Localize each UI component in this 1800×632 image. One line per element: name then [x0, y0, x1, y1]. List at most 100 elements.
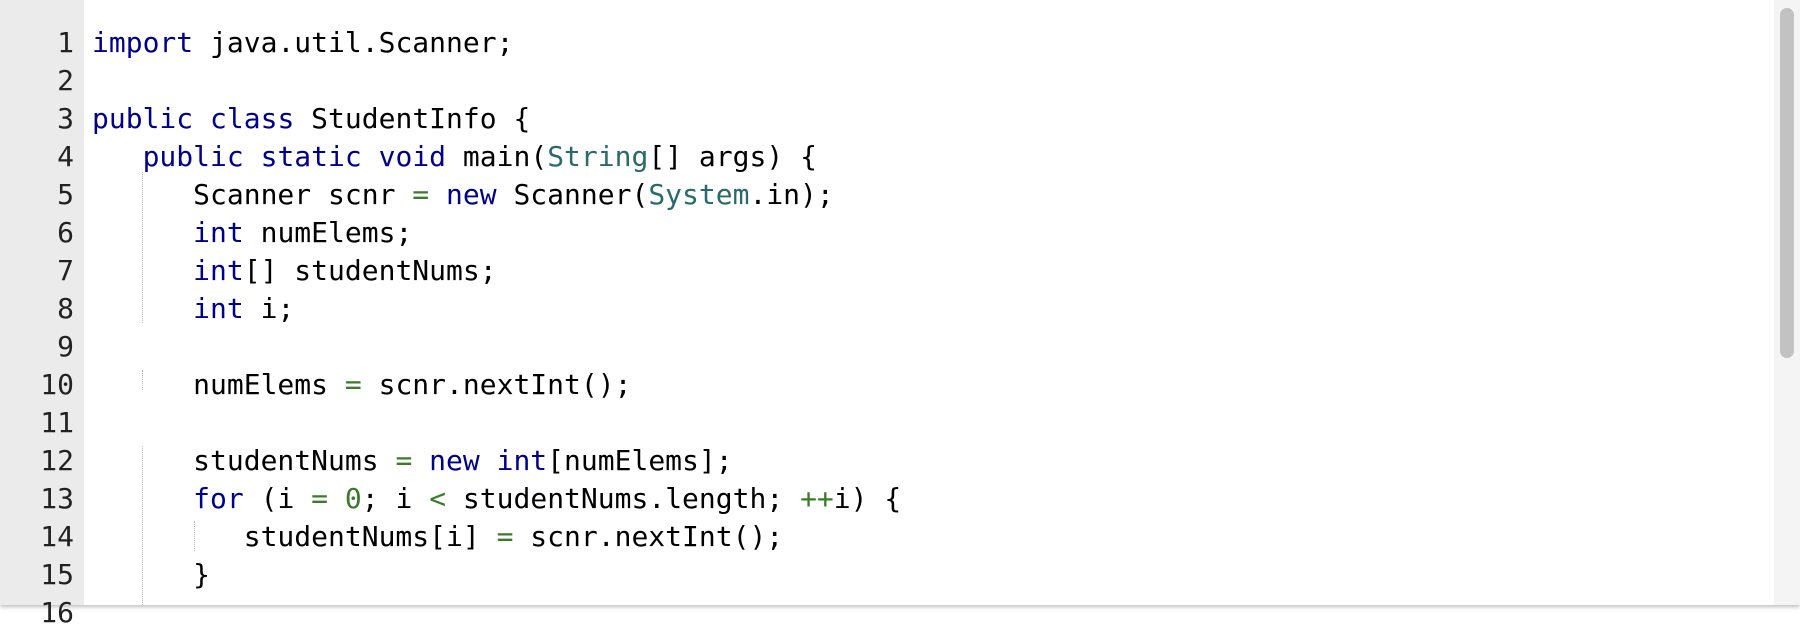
code-token: ; i — [361, 482, 430, 515]
line-code[interactable]: numElems = scnr.nextInt(); — [92, 366, 631, 404]
code-token: } — [92, 558, 211, 591]
code-token: [] studentNums; — [243, 254, 497, 287]
type-token: System — [648, 178, 750, 211]
line-number: 7 — [57, 254, 74, 287]
line-number: 8 — [57, 292, 74, 325]
code-token: Scanner( — [496, 178, 649, 211]
keyword-token: int — [193, 216, 244, 249]
code-line[interactable]: 2 — [0, 62, 1770, 100]
keyword-token: int — [193, 292, 244, 325]
code-line[interactable]: 15 } — [0, 556, 1770, 594]
code-token: [] args) { — [648, 140, 817, 173]
vertical-scrollbar[interactable] — [1774, 0, 1800, 605]
line-code[interactable]: for (i = 0; i < studentNums.length; ++i)… — [92, 480, 901, 518]
code-token: (i — [243, 482, 312, 515]
line-code[interactable]: Scanner scnr = new Scanner(System.in); — [92, 176, 834, 214]
code-token — [328, 482, 345, 515]
code-token: Scanner scnr — [92, 178, 413, 211]
code-token: main( — [446, 140, 548, 173]
code-token: studentNums[i] — [92, 520, 497, 553]
operator-token: = — [496, 520, 514, 553]
code-line[interactable]: 6 int numElems; — [0, 214, 1770, 252]
line-number: 14 — [40, 520, 74, 553]
line-code[interactable]: import java.util.Scanner; — [92, 24, 513, 62]
type-token: String — [547, 140, 649, 173]
line-code[interactable]: studentNums = new int[numElems]; — [92, 442, 733, 480]
code-line[interactable]: 13 for (i = 0; i < studentNums.length; +… — [0, 480, 1770, 518]
line-number: 3 — [57, 102, 74, 135]
code-token: numElems; — [243, 216, 413, 249]
indent-guide — [142, 172, 143, 323]
keyword-token: void — [378, 140, 447, 173]
line-number: 11 — [40, 406, 74, 439]
code-line[interactable]: 9 — [0, 328, 1770, 366]
operator-token: = — [395, 444, 413, 477]
code-line[interactable]: 4 public static void main(String[] args)… — [0, 138, 1770, 176]
code-token: scnr.nextInt(); — [513, 520, 784, 553]
code-token: StudentInfo { — [294, 102, 531, 135]
line-code[interactable]: int[] studentNums; — [92, 252, 497, 290]
keyword-token: int — [496, 444, 548, 477]
code-token — [362, 140, 379, 173]
keyword-token: int — [193, 254, 244, 287]
code-line[interactable]: 10 numElems = scnr.nextInt(); — [0, 366, 1770, 404]
keyword-token: new — [446, 178, 497, 211]
line-number: 13 — [40, 482, 74, 515]
line-number: 9 — [57, 330, 74, 363]
line-number: 4 — [57, 140, 74, 173]
keyword-token: public — [92, 102, 194, 135]
line-number: 15 — [40, 558, 74, 591]
code-line[interactable]: 1 import java.util.Scanner; — [0, 24, 1770, 62]
line-code[interactable]: int i; — [92, 290, 294, 328]
code-line[interactable]: 14 studentNums[i] = scnr.nextInt(); — [0, 518, 1770, 556]
line-number: 10 — [40, 368, 74, 401]
line-number: 12 — [40, 444, 74, 477]
indent-guide — [142, 370, 143, 390]
code-line[interactable]: 3 public class StudentInfo { — [0, 100, 1770, 138]
scrollbar-thumb[interactable] — [1780, 8, 1794, 358]
code-line[interactable]: 16 — [0, 594, 1770, 632]
code-token: [numElems]; — [547, 444, 733, 477]
code-token — [193, 102, 210, 135]
line-number: 1 — [57, 26, 74, 59]
code-line[interactable]: 7 int[] studentNums; — [0, 252, 1770, 290]
code-line[interactable]: 11 — [0, 404, 1770, 442]
line-number: 5 — [57, 178, 74, 211]
code-token: i; — [243, 292, 295, 325]
line-code[interactable]: studentNums[i] = scnr.nextInt(); — [92, 518, 783, 556]
operator-token: ++ — [800, 482, 834, 515]
keyword-token: new — [429, 444, 480, 477]
code-token — [412, 444, 429, 477]
line-number-gutter — [0, 0, 84, 605]
code-token: i) { — [833, 482, 902, 515]
code-line[interactable]: 12 studentNums = new int[numElems]; — [0, 442, 1770, 480]
line-number: 16 — [40, 596, 74, 629]
line-code[interactable]: int numElems; — [92, 214, 412, 252]
line-code[interactable]: } — [92, 556, 210, 594]
keyword-token: import — [92, 26, 194, 59]
code-token: java.util.Scanner; — [193, 26, 514, 59]
keyword-token: class — [210, 102, 295, 135]
code-token: numElems — [92, 368, 345, 401]
indent-guide — [142, 446, 143, 605]
code-token: .in); — [749, 178, 834, 211]
line-code[interactable]: public static void main(String[] args) { — [92, 138, 817, 176]
operator-token: 0 — [344, 482, 362, 515]
operator-token: < — [429, 482, 447, 515]
keyword-token: for — [193, 482, 244, 515]
line-number: 2 — [57, 64, 74, 97]
code-token: studentNums.length; — [446, 482, 801, 515]
code-line[interactable]: 5 Scanner scnr = new Scanner(System.in); — [0, 176, 1770, 214]
keyword-token: public — [142, 140, 244, 173]
line-code[interactable]: public class StudentInfo { — [92, 100, 530, 138]
code-token — [480, 444, 497, 477]
code-token — [92, 140, 143, 173]
operator-token: = — [311, 482, 329, 515]
code-token: studentNums — [92, 444, 396, 477]
keyword-token: static — [260, 140, 362, 173]
code-line[interactable]: 8 int i; — [0, 290, 1770, 328]
operator-token: = — [344, 368, 362, 401]
code-token — [244, 140, 261, 173]
code-token: scnr.nextInt(); — [361, 368, 632, 401]
